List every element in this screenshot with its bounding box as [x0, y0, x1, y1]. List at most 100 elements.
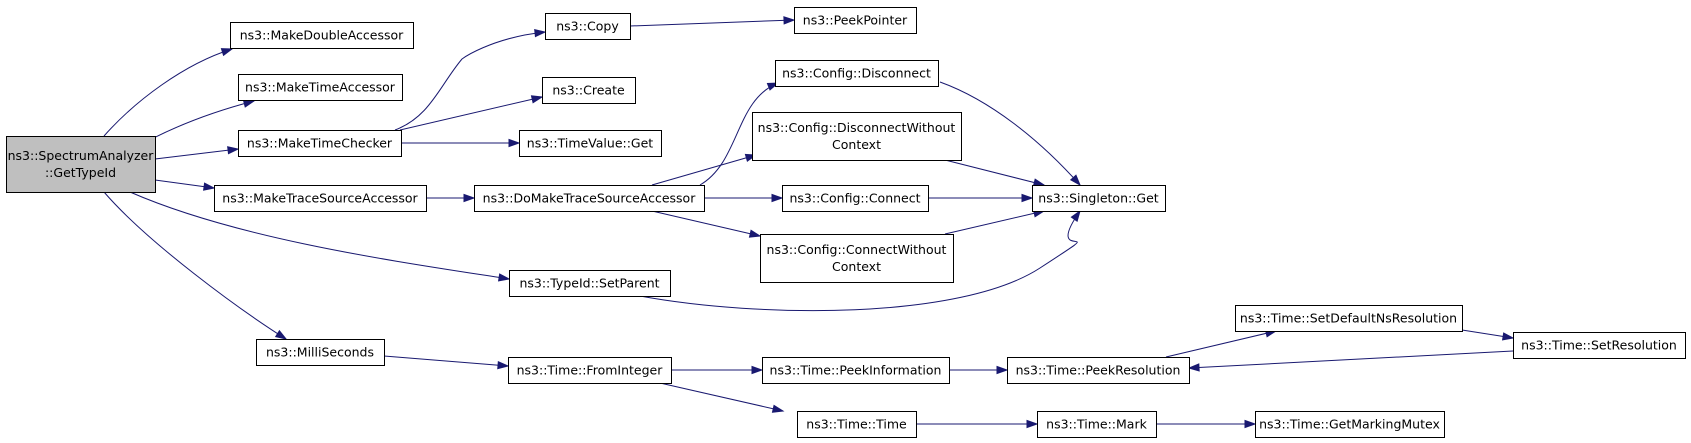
node-timeSetResolution[interactable]: ns3::Time::SetResolution	[1513, 332, 1686, 359]
node-label: ns3::Time::GetMarkingMutex	[1259, 417, 1440, 432]
edge-typeIdSetParent-to-singletonGet	[639, 209, 1081, 312]
node-box	[474, 185, 705, 212]
edge-makeTimeChecker-to-create	[399, 95, 544, 131]
node-label: ns3::Time::PeekInformation	[770, 363, 942, 378]
node-box	[519, 130, 662, 157]
edge-arrowhead	[463, 193, 476, 203]
node-singletonGet[interactable]: ns3::Singleton::Get	[1032, 185, 1166, 212]
edge-line	[399, 96, 543, 131]
edge-makeTimeChecker-to-timeValueGet	[401, 138, 521, 148]
edge-arrowhead	[497, 360, 510, 370]
node-label: ns3::SpectrumAnalyzer	[8, 148, 155, 163]
node-label: Context	[832, 137, 881, 152]
node-timeFromInteger[interactable]: ns3::Time::FromInteger	[508, 357, 672, 384]
edge-doMakeTraceSourceAccessor-to-configDisconnectWithoutContext	[651, 153, 758, 186]
edge-timePeekInformation-to-timePeekResolution	[949, 365, 1009, 375]
edge-timeFromInteger-to-timeTime	[659, 382, 785, 413]
edge-arrowhead	[996, 365, 1009, 375]
edge-timeTime-to-timeMark	[916, 419, 1039, 429]
node-doMakeTraceSourceAccessor[interactable]: ns3::DoMakeTraceSourceAccessor	[474, 185, 705, 212]
edge-arrowhead	[220, 48, 234, 57]
node-timePeekResolution[interactable]: ns3::Time::PeekResolution	[1007, 357, 1190, 384]
node-peekPointer[interactable]: ns3::PeekPointer	[794, 7, 917, 34]
node-box	[508, 357, 672, 384]
edge-arrowhead	[242, 99, 256, 108]
node-box	[762, 357, 950, 384]
node-box	[760, 234, 954, 283]
edge-root-to-typeIdSetParent	[129, 191, 511, 282]
edge-root-to-milliSeconds	[103, 191, 288, 340]
node-makeTimeAccessor[interactable]: ns3::MakeTimeAccessor	[238, 74, 403, 101]
node-box	[6, 136, 156, 193]
edge-arrowhead	[783, 16, 796, 25]
node-timeTime[interactable]: ns3::Time::Time	[797, 411, 917, 438]
node-label: ns3::Time::SetDefaultNsResolution	[1240, 311, 1457, 326]
edge-copy-to-peekPointer	[629, 16, 796, 27]
node-create[interactable]: ns3::Create	[542, 77, 636, 104]
edge-line	[129, 191, 510, 280]
node-box	[782, 185, 929, 212]
edge-root-to-makeDoubleAccessor	[103, 48, 234, 137]
edge-arrowhead	[497, 273, 511, 282]
node-root[interactable]: ns3::SpectrumAnalyzer::GetTypeId	[6, 136, 156, 193]
edge-arrowhead	[1070, 209, 1081, 223]
node-box	[1032, 185, 1166, 212]
node-timePeekInformation[interactable]: ns3::Time::PeekInformation	[762, 357, 950, 384]
node-box	[230, 22, 414, 49]
node-box	[1255, 411, 1445, 438]
node-label: ns3::MilliSeconds	[266, 345, 374, 360]
node-makeTraceSourceAccessor[interactable]: ns3::MakeTraceSourceAccessor	[214, 185, 427, 212]
node-label: ns3::Singleton::Get	[1038, 191, 1159, 206]
edge-arrowhead	[1026, 419, 1039, 429]
node-timeGetMarkingMutex[interactable]: ns3::Time::GetMarkingMutex	[1255, 411, 1445, 438]
edge-timeSetDefaultNsResolution-to-timeSetResolution	[1461, 329, 1515, 341]
edge-line	[1165, 330, 1277, 358]
node-box	[1513, 332, 1686, 359]
edge-arrowhead	[530, 95, 544, 104]
node-box	[1235, 305, 1463, 332]
edge-arrowhead	[748, 229, 762, 238]
edge-arrowhead	[203, 182, 216, 191]
edge-line	[699, 82, 779, 186]
node-makeDoubleAccessor[interactable]: ns3::MakeDoubleAccessor	[230, 22, 414, 49]
node-label: ns3::Time::FromInteger	[517, 363, 664, 378]
node-box	[214, 185, 427, 212]
edge-line	[383, 355, 509, 367]
node-box	[238, 130, 402, 157]
node-box	[238, 74, 403, 101]
node-makeTimeChecker[interactable]: ns3::MakeTimeChecker	[238, 130, 402, 157]
node-timeValueGet[interactable]: ns3::TimeValue::Get	[519, 130, 662, 157]
edge-arrowhead	[771, 404, 785, 413]
node-typeIdSetParent[interactable]: ns3::TypeId::SetParent	[509, 270, 671, 297]
node-box	[1037, 411, 1157, 438]
node-configConnect[interactable]: ns3::Config::Connect	[782, 185, 929, 212]
node-box	[542, 77, 636, 104]
node-box	[256, 339, 385, 366]
edge-arrowhead	[227, 146, 240, 155]
edge-line	[659, 382, 784, 412]
edge-doMakeTraceSourceAccessor-to-configConnect	[704, 193, 784, 203]
call-graph-nodes: ns3::SpectrumAnalyzer::GetTypeIdns3::Mak…	[6, 7, 1686, 438]
edge-arrowhead	[1021, 193, 1034, 203]
edge-line	[394, 31, 546, 131]
node-label: ns3::MakeTraceSourceAccessor	[222, 191, 418, 206]
edge-line	[103, 48, 233, 137]
node-label: ns3::Config::DisconnectWithout	[758, 120, 956, 135]
node-configDisconnect[interactable]: ns3::Config::Disconnect	[775, 60, 939, 87]
node-label: ns3::Time::SetResolution	[1521, 338, 1677, 353]
node-label: ns3::MakeDoubleAccessor	[240, 28, 404, 43]
node-timeSetDefaultNsResolution[interactable]: ns3::Time::SetDefaultNsResolution	[1235, 305, 1463, 332]
node-milliSeconds[interactable]: ns3::MilliSeconds	[256, 339, 385, 366]
call-graph-edges	[103, 16, 1515, 429]
edge-milliSeconds-to-timeFromInteger	[383, 355, 510, 370]
edge-timeFromInteger-to-timePeekInformation	[671, 365, 764, 375]
edge-arrowhead	[1187, 363, 1200, 372]
node-label: ns3::MakeTimeChecker	[247, 136, 393, 151]
node-label: ns3::TimeValue::Get	[527, 136, 654, 151]
node-label: ::GetTypeId	[45, 165, 116, 180]
edge-arrowhead	[534, 28, 547, 38]
node-timeMark[interactable]: ns3::Time::Mark	[1037, 411, 1157, 438]
node-copy[interactable]: ns3::Copy	[545, 13, 631, 40]
